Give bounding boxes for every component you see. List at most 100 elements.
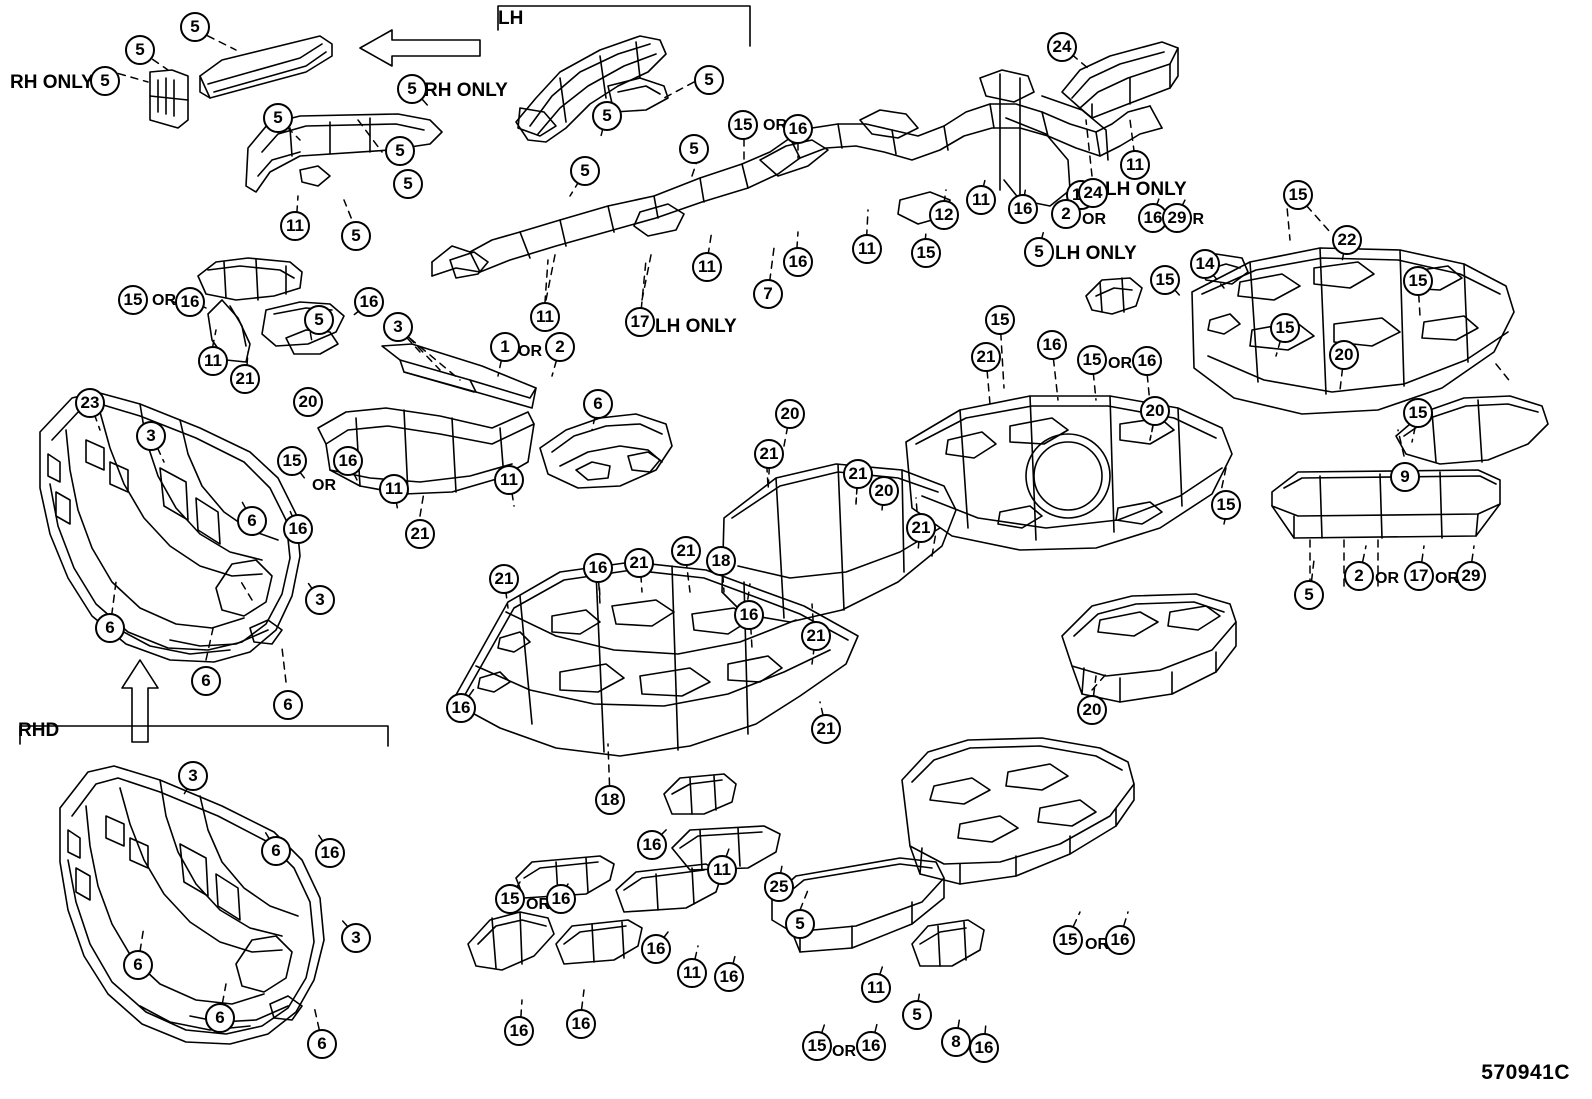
callout-bubble[interactable]: 18 <box>706 546 736 576</box>
callout-bubble[interactable]: 23 <box>75 388 105 418</box>
callout-bubble[interactable]: 3 <box>178 761 208 791</box>
callout-bubble[interactable]: 5 <box>1294 580 1324 610</box>
callout-bubble[interactable]: 21 <box>230 364 260 394</box>
callout-bubble[interactable]: 24 <box>1078 178 1108 208</box>
callout-bubble[interactable]: 16 <box>354 287 384 317</box>
callout-bubble[interactable]: 16 <box>969 1033 999 1063</box>
callout-bubble[interactable]: 21 <box>489 564 519 594</box>
callout-bubble[interactable]: 5 <box>393 169 423 199</box>
callout-bubble[interactable]: 18 <box>595 785 625 815</box>
callout-bubble[interactable]: 16 <box>315 838 345 868</box>
callout-bubble[interactable]: 15 <box>1053 925 1083 955</box>
callout-bubble[interactable]: 15 <box>1403 398 1433 428</box>
callout-bubble[interactable]: 6 <box>205 1003 235 1033</box>
callout-bubble[interactable]: 6 <box>307 1029 337 1059</box>
callout-bubble[interactable]: 7 <box>753 279 783 309</box>
callout-bubble[interactable]: 29 <box>1162 203 1192 233</box>
callout-bubble[interactable]: 16 <box>446 693 476 723</box>
callout-bubble[interactable]: 15 <box>1283 180 1313 210</box>
callout-bubble[interactable]: 21 <box>843 459 873 489</box>
callout-bubble[interactable]: 21 <box>811 714 841 744</box>
callout-bubble[interactable]: 16 <box>856 1031 886 1061</box>
callout-bubble[interactable]: 21 <box>671 536 701 566</box>
callout-bubble[interactable]: 5 <box>180 12 210 42</box>
callout-bubble[interactable]: 15 <box>1211 490 1241 520</box>
callout-bubble[interactable]: 21 <box>754 439 784 469</box>
callout-bubble[interactable]: 16 <box>1037 330 1067 360</box>
callout-bubble[interactable]: 16 <box>783 114 813 144</box>
callout-bubble[interactable]: 22 <box>1332 225 1362 255</box>
callout-bubble[interactable]: 16 <box>1132 346 1162 376</box>
callout-bubble[interactable]: 16 <box>637 830 667 860</box>
callout-bubble[interactable]: 15 <box>802 1031 832 1061</box>
callout-bubble[interactable]: 5 <box>263 103 293 133</box>
callout-bubble[interactable]: 15 <box>985 305 1015 335</box>
callout-bubble[interactable]: 11 <box>707 855 737 885</box>
callout-bubble[interactable]: 5 <box>679 134 709 164</box>
callout-bubble[interactable]: 5 <box>592 101 622 131</box>
callout-bubble[interactable]: 12 <box>929 200 959 230</box>
callout-bubble[interactable]: 15 <box>1077 345 1107 375</box>
callout-bubble[interactable]: 16 <box>734 600 764 630</box>
callout-bubble[interactable]: 16 <box>333 446 363 476</box>
callout-bubble[interactable]: 16 <box>1008 194 1038 224</box>
callout-bubble[interactable]: 16 <box>1105 925 1135 955</box>
callout-bubble[interactable]: 16 <box>566 1009 596 1039</box>
callout-bubble[interactable]: 5 <box>125 35 155 65</box>
callout-bubble[interactable]: 2 <box>545 332 575 362</box>
callout-bubble[interactable]: 11 <box>494 465 524 495</box>
callout-bubble[interactable]: 6 <box>237 506 267 536</box>
callout-bubble[interactable]: 21 <box>624 548 654 578</box>
callout-bubble[interactable]: 3 <box>341 923 371 953</box>
callout-bubble[interactable]: 16 <box>175 287 205 317</box>
callout-bubble[interactable]: 16 <box>641 934 671 964</box>
callout-bubble[interactable]: 16 <box>783 247 813 277</box>
callout-bubble[interactable]: 15 <box>911 238 941 268</box>
callout-bubble[interactable]: 11 <box>379 474 409 504</box>
callout-bubble[interactable]: 15 <box>728 110 758 140</box>
callout-bubble[interactable]: 20 <box>1140 396 1170 426</box>
callout-bubble[interactable]: 16 <box>283 514 313 544</box>
callout-bubble[interactable]: 15 <box>118 285 148 315</box>
callout-bubble[interactable]: 25 <box>764 872 794 902</box>
callout-bubble[interactable]: 5 <box>694 65 724 95</box>
callout-bubble[interactable]: 11 <box>692 252 722 282</box>
callout-bubble[interactable]: 5 <box>304 305 334 335</box>
callout-bubble[interactable]: 5 <box>341 221 371 251</box>
callout-bubble[interactable]: 20 <box>775 399 805 429</box>
callout-bubble[interactable]: 15 <box>277 446 307 476</box>
callout-bubble[interactable]: 2 <box>1051 199 1081 229</box>
callout-bubble[interactable]: 5 <box>902 1000 932 1030</box>
callout-bubble[interactable]: 16 <box>546 884 576 914</box>
callout-bubble[interactable]: 3 <box>136 421 166 451</box>
callout-bubble[interactable]: 11 <box>1120 150 1150 180</box>
callout-bubble[interactable]: 21 <box>405 519 435 549</box>
callout-bubble[interactable]: 21 <box>906 513 936 543</box>
callout-bubble[interactable]: 5 <box>570 156 600 186</box>
callout-bubble[interactable]: 21 <box>971 342 1001 372</box>
callout-bubble[interactable]: 15 <box>1150 265 1180 295</box>
callout-bubble[interactable]: 6 <box>261 836 291 866</box>
callout-bubble[interactable]: 5 <box>785 909 815 939</box>
callout-bubble[interactable]: 16 <box>714 962 744 992</box>
callout-bubble[interactable]: 3 <box>305 585 335 615</box>
callout-bubble[interactable]: 1 <box>490 332 520 362</box>
callout-bubble[interactable]: 8 <box>941 1027 971 1057</box>
callout-bubble[interactable]: 11 <box>198 346 228 376</box>
callout-bubble[interactable]: 16 <box>1138 203 1168 233</box>
callout-bubble[interactable]: 16 <box>504 1016 534 1046</box>
callout-bubble[interactable]: 20 <box>293 387 323 417</box>
callout-bubble[interactable]: 11 <box>280 211 310 241</box>
callout-bubble[interactable]: 6 <box>123 950 153 980</box>
callout-bubble[interactable]: 11 <box>852 234 882 264</box>
callout-bubble[interactable]: 5 <box>1024 237 1054 267</box>
callout-bubble[interactable]: 21 <box>801 621 831 651</box>
callout-bubble[interactable]: 2 <box>1344 561 1374 591</box>
callout-bubble[interactable]: 5 <box>397 74 427 104</box>
callout-bubble[interactable]: 6 <box>583 389 613 419</box>
callout-bubble[interactable]: 11 <box>966 185 996 215</box>
callout-bubble[interactable]: 15 <box>495 884 525 914</box>
callout-bubble[interactable]: 3 <box>383 312 413 342</box>
callout-bubble[interactable]: 15 <box>1270 313 1300 343</box>
callout-bubble[interactable]: 5 <box>385 136 415 166</box>
